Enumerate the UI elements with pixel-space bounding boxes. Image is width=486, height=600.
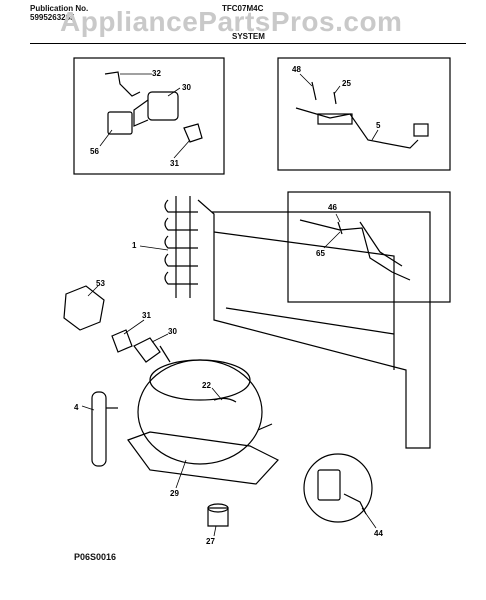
callout-46: 46 (328, 203, 337, 212)
condenser-1 (164, 199, 198, 285)
callout-65: 65 (316, 249, 325, 258)
model-number: TFC07M4C (222, 4, 264, 13)
leader-lines (81, 73, 379, 537)
callout-1: 1 (132, 241, 137, 250)
callout-30-detail: 30 (182, 83, 191, 92)
watermark: AppliancePartsPros.com (60, 6, 403, 37)
relay-53 (63, 285, 105, 331)
wire-32 (104, 71, 141, 97)
capacitor-56 (107, 111, 133, 135)
callout-44: 44 (374, 529, 383, 538)
detail-box-wiring (287, 191, 451, 303)
callout-32: 32 (152, 69, 161, 78)
clip-31-main (111, 329, 133, 353)
diagram-code: P06S0016 (74, 552, 117, 562)
callout-53: 53 (96, 279, 105, 288)
callout-48: 48 (292, 65, 301, 74)
callout-56: 56 (90, 147, 99, 156)
tube-22 (213, 397, 237, 403)
relay-30 (147, 91, 179, 121)
compressor-29 (137, 359, 263, 465)
clip-31 (183, 123, 203, 143)
callout-labels: 32 30 56 31 48 25 5 46 65 1 53 31 30 22 … (74, 65, 383, 546)
harness-5 (295, 107, 419, 149)
callout-4: 4 (74, 403, 79, 412)
publication-label: Publication No. (30, 4, 89, 13)
overload-30 (133, 337, 161, 363)
callout-5: 5 (376, 121, 381, 130)
outlet-detail (303, 453, 373, 523)
drier-4 (91, 391, 107, 467)
callout-25: 25 (342, 79, 351, 88)
section-title: SYSTEM (232, 32, 265, 41)
callout-27: 27 (206, 537, 215, 546)
detail-box-relay (73, 57, 225, 175)
plug-44 (343, 493, 367, 515)
callout-31: 31 (142, 311, 151, 320)
harness-65 (299, 219, 411, 281)
base-plate (127, 431, 279, 485)
cabinet (197, 199, 431, 449)
callout-29: 29 (170, 489, 179, 498)
header-rule (30, 43, 466, 44)
detail-box-harness (277, 57, 451, 171)
callout-22: 22 (202, 381, 211, 390)
publication-number: 5995263265 (30, 13, 75, 22)
callout-30: 30 (168, 327, 177, 336)
grommet-27 (207, 507, 229, 527)
callout-31-detail: 31 (170, 159, 179, 168)
